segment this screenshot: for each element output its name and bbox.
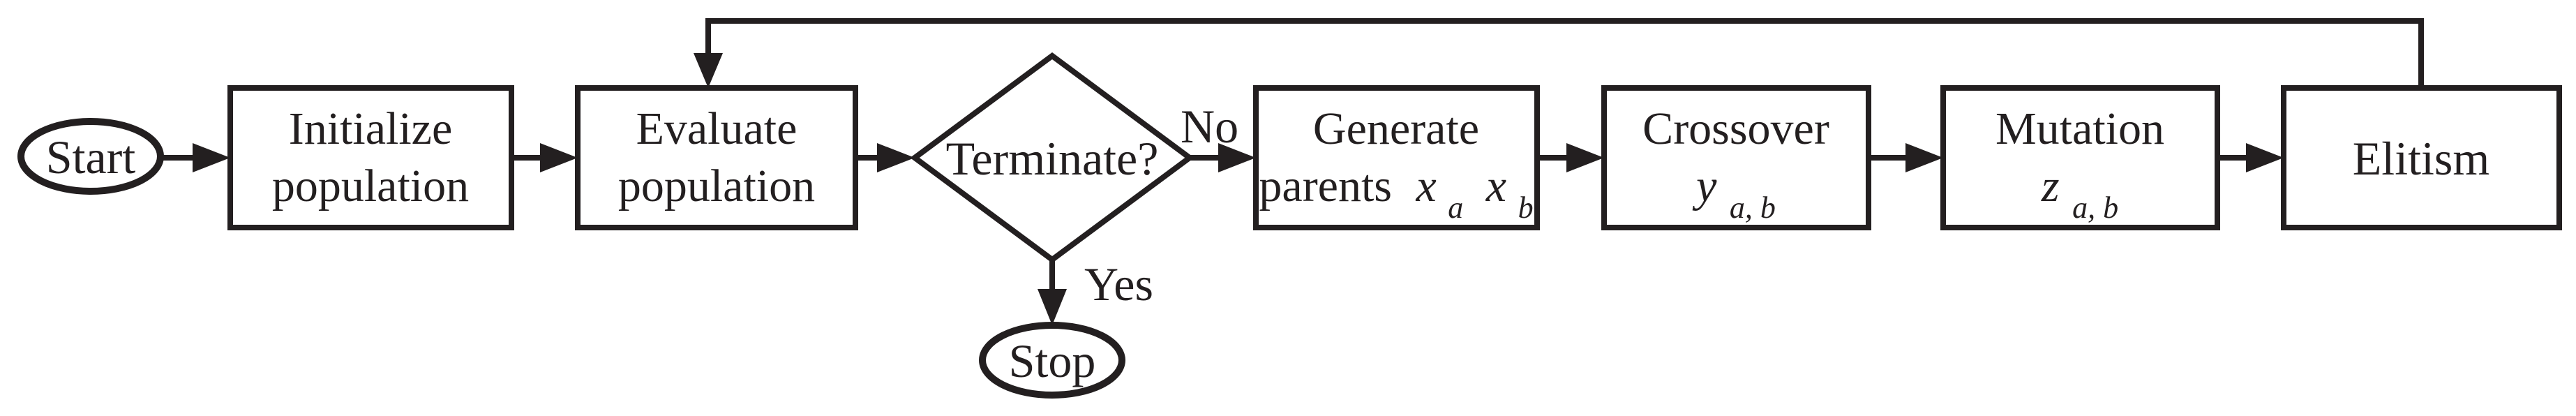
mutation-sub-ab: a, b xyxy=(2072,191,2118,225)
node-evaluate-population: Evaluate population xyxy=(575,85,858,230)
edge-crossover-mutation xyxy=(1869,143,1943,172)
edge-terminate-stop-yes: Yes xyxy=(1038,258,1153,325)
start-label: Start xyxy=(46,131,136,184)
mutation-var-z: z xyxy=(2041,161,2060,211)
crossover-line1: Crossover xyxy=(1642,103,1829,154)
stop-ellipse xyxy=(979,322,1125,399)
node-start: Start xyxy=(17,118,164,195)
edge-evaluate-terminate xyxy=(855,143,915,172)
initialize-box xyxy=(227,85,514,230)
arrowhead xyxy=(540,143,578,172)
arrowhead xyxy=(1566,143,1604,172)
elitism-label: Elitism xyxy=(2353,132,2489,185)
edge-mutation-elitism xyxy=(2217,143,2284,172)
mutation-box xyxy=(1940,85,2220,230)
generate-var-x1: x xyxy=(1416,161,1437,211)
node-stop: Stop xyxy=(979,322,1125,399)
edge-generate-crossover xyxy=(1537,143,1604,172)
crossover-sub-ab: a, b xyxy=(1730,191,1776,225)
node-crossover: Crossover y a, b xyxy=(1601,85,1871,230)
elitism-box xyxy=(2281,85,2562,230)
feedback-line xyxy=(705,18,2424,88)
crossover-var-y: y xyxy=(1692,161,1717,211)
arrowhead xyxy=(1905,143,1943,172)
generate-sub-a: a xyxy=(1448,191,1463,225)
generate-line1: Generate xyxy=(1313,103,1479,154)
generate-sub-b: b xyxy=(1518,191,1534,225)
mutation-line2: z a, b xyxy=(2041,161,2118,225)
stop-label: Stop xyxy=(1009,334,1096,387)
generate-box xyxy=(1253,85,1540,230)
node-terminate-decision: Terminate? xyxy=(910,52,1195,263)
edge-terminate-generate-no: No xyxy=(1181,100,1256,172)
node-initialize-population: Initialize population xyxy=(227,85,514,230)
arrowhead xyxy=(1038,289,1067,325)
arrowhead xyxy=(193,143,230,172)
node-elitism: Elitism xyxy=(2281,85,2562,230)
crossover-line2: y a, b xyxy=(1692,161,1776,225)
terminate-label: Terminate? xyxy=(946,132,1159,185)
generate-var-x2: x xyxy=(1485,161,1506,211)
no-branch-label: No xyxy=(1181,100,1238,153)
yes-branch-label: Yes xyxy=(1084,258,1153,311)
node-generate-parents: Generate parents x a x b xyxy=(1253,85,1540,230)
node-mutation: Mutation z a, b xyxy=(1940,85,2220,230)
arrowhead xyxy=(1218,143,1256,172)
evaluate-line1: Evaluate xyxy=(636,103,797,154)
evaluate-line2: population xyxy=(618,161,815,211)
arrowhead-into-evaluate xyxy=(694,53,723,88)
mutation-line1: Mutation xyxy=(1995,103,2164,154)
edge-initialize-evaluate xyxy=(511,143,578,172)
arrowhead xyxy=(2246,143,2284,172)
crossover-box xyxy=(1601,85,1871,230)
initialize-line2: population xyxy=(272,161,469,211)
edge-start-initialize xyxy=(160,143,230,172)
arrowhead xyxy=(877,143,915,172)
edge-feedback-loop xyxy=(694,18,2424,88)
generate-line2: parents x a x b xyxy=(1259,161,1533,228)
generate-parents-word: parents xyxy=(1259,161,1392,211)
initialize-line1: Initialize xyxy=(289,103,453,154)
